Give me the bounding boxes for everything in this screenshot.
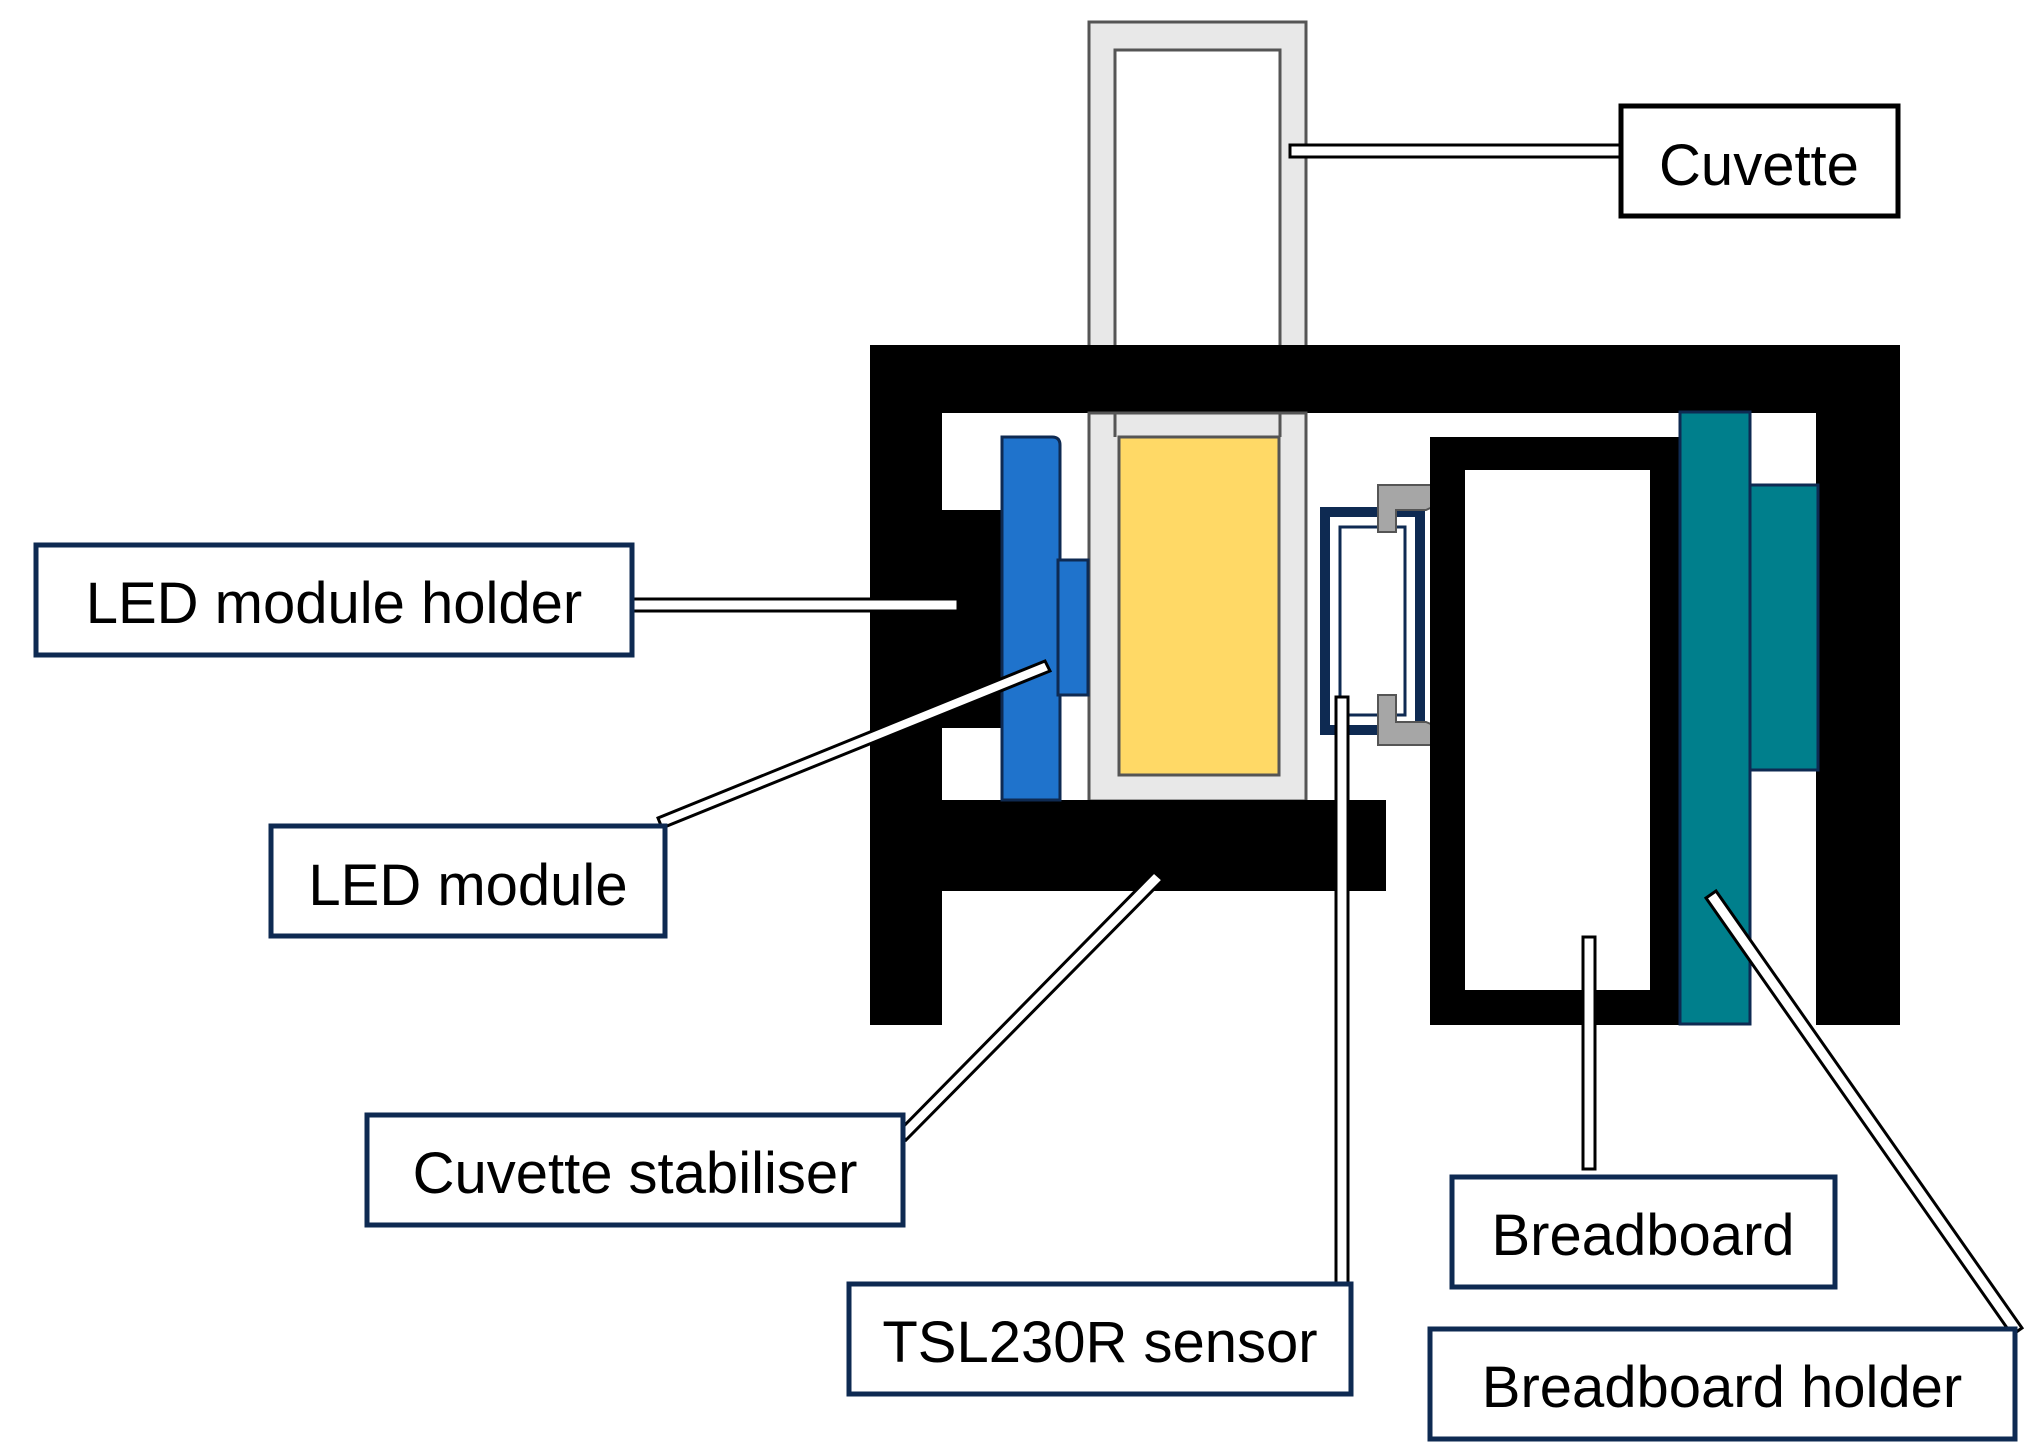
leader-lines xyxy=(631,143,2025,1338)
frame-top-bar xyxy=(870,345,1900,413)
label-led-module-holder: LED module holder xyxy=(33,542,635,658)
cuvette-stabiliser xyxy=(942,800,1386,891)
label-box-breadboard-holder xyxy=(1427,1326,2018,1442)
frame-right-column xyxy=(1816,345,1900,1025)
leader-breadboard xyxy=(1581,935,1597,1171)
label-text-breadboard: Breadboard xyxy=(1491,1203,1794,1268)
leader-cuvette-stabiliser xyxy=(895,869,1166,1143)
label-box-breadboard xyxy=(1449,1174,1838,1290)
breadboard-holder-block xyxy=(1748,483,1820,772)
led-emitter xyxy=(1056,558,1090,697)
label-text-breadboard-holder: Breadboard holder xyxy=(1482,1355,1962,1420)
tsl230r-sensor xyxy=(1320,484,1481,746)
leader-led-module-holder xyxy=(631,597,960,613)
label-text-led-module: LED module xyxy=(308,853,627,918)
cuvette-lower xyxy=(1087,411,1308,803)
label-box-led-module-holder xyxy=(33,542,635,658)
main-frame xyxy=(870,345,1900,1025)
label-text-cuvette: Cuvette xyxy=(1659,133,1859,198)
label-text-led-module-holder: LED module holder xyxy=(86,571,583,636)
label-tsl230r-sensor: TSL230R sensor xyxy=(846,1281,1354,1397)
sample-liquid xyxy=(1117,435,1281,777)
sensor-pin-bottom xyxy=(1377,694,1481,746)
led-module-board xyxy=(1000,435,1062,802)
breadboard-inner xyxy=(1465,470,1650,990)
label-box-tsl230r-sensor xyxy=(846,1281,1354,1397)
leader-tsl230r-sensor xyxy=(1334,695,1350,1289)
breadboard-holder xyxy=(1678,410,1820,1026)
breadboard xyxy=(1430,437,1685,1025)
leader-cuvette xyxy=(1288,143,1622,159)
sensor-inner xyxy=(1338,525,1407,717)
label-box-cuvette-stabiliser xyxy=(364,1112,906,1228)
label-led-module: LED module xyxy=(268,823,668,939)
label-box-cuvette xyxy=(1618,103,1901,219)
label-cuvette-stabiliser: Cuvette stabiliser xyxy=(364,1112,906,1228)
label-text-tsl230r-sensor: TSL230R sensor xyxy=(882,1310,1317,1375)
label-box-led-module xyxy=(268,823,668,939)
leader-breadboard-holder xyxy=(1703,888,2025,1338)
label-text-cuvette-stabiliser: Cuvette stabiliser xyxy=(413,1141,858,1206)
label-breadboard-holder: Breadboard holder xyxy=(1427,1326,2018,1442)
label-breadboard: Breadboard xyxy=(1449,1174,1838,1290)
led-module xyxy=(1000,435,1090,802)
label-cuvette: Cuvette xyxy=(1618,103,1901,219)
